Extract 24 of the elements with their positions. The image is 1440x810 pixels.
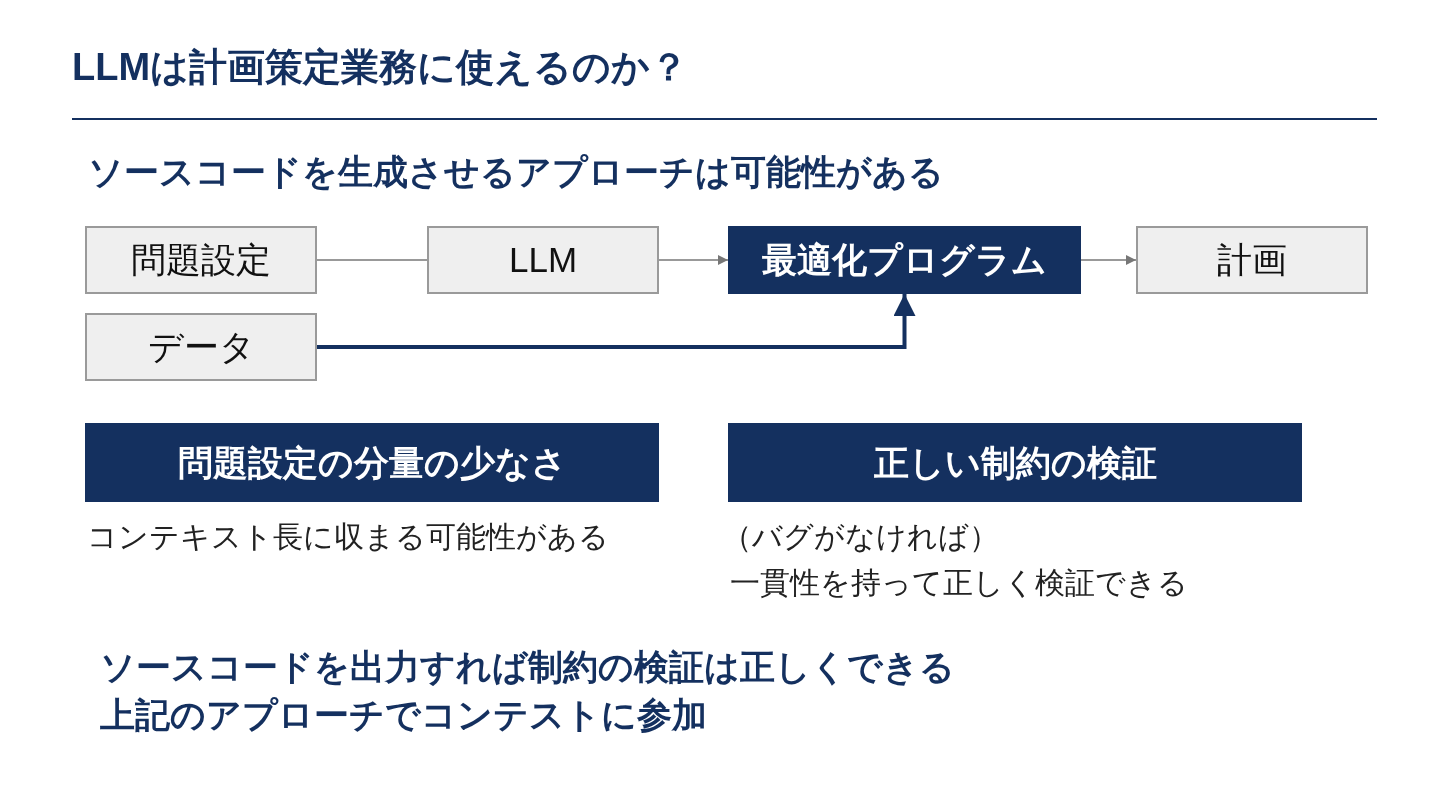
process-box	[728, 226, 1081, 294]
node-label: LLM	[508, 239, 578, 282]
node-label: 問題設定の分量の少なさ	[177, 441, 567, 484]
description-text: コンテキスト長に収まる可能性がある	[87, 519, 609, 555]
process-box	[85, 226, 317, 294]
node-label: 正しい制約の検証	[873, 441, 1157, 484]
process-box	[1136, 226, 1368, 294]
node-label: データ	[147, 326, 255, 369]
arrow	[658, 255, 729, 265]
node-label: 計画	[1217, 239, 1287, 282]
conclusion-text: ソースコードを出力すれば制約の検証は正しくできる	[100, 646, 955, 688]
conclusion-text: 上記のアプローチでコンテストに参加	[100, 693, 708, 736]
node-label: 問題設定	[131, 239, 271, 282]
heading-band	[85, 423, 659, 502]
subheading: ソースコードを生成させるアプローチは可能性がある	[88, 151, 944, 193]
node-label: 最適化プログラム	[762, 239, 1047, 282]
process-box	[427, 226, 659, 294]
arrow	[1080, 255, 1137, 265]
process-box	[85, 313, 317, 381]
arrow	[317, 294, 916, 349]
description-text: 一貫性を持って正しく検証できる	[730, 565, 1188, 601]
description-text: （バグがなければ）	[722, 519, 999, 555]
heading-band	[728, 423, 1302, 502]
slide-title: LLMは計画策定業務に使えるのか？	[72, 45, 689, 90]
